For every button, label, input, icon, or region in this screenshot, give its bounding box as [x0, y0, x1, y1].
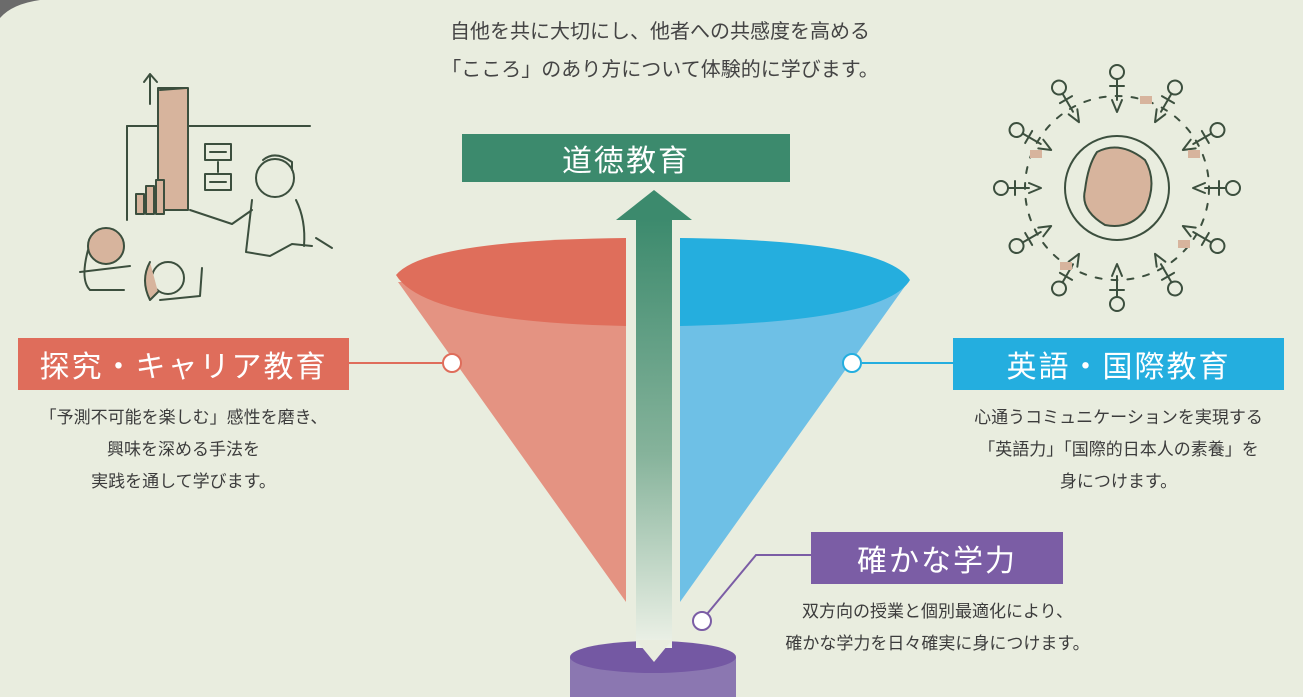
intro-caption: 自他を共に大切にし、他者への共感度を高める 「こころ」のあり方について体験的に学… [330, 12, 990, 88]
english-cone-top [680, 238, 910, 326]
growth-arrow-head [616, 190, 692, 220]
career-desc-line-2: 興味を深める手法を [107, 440, 260, 460]
academic-desc-line-2: 確かな学力を日々確実に身につけます。 [785, 634, 1090, 654]
academic-ability-label: 確かな学力 [811, 532, 1063, 584]
career-desc-line-3: 実践を通して学びます。 [91, 472, 276, 492]
career-cone-top [396, 238, 626, 326]
english-connector-dot [842, 353, 862, 373]
growth-arrow-shaft [636, 218, 672, 648]
academic-connector [706, 554, 811, 615]
academic-description: 双方向の授業と個別最適化により、 確かな学力を日々確実に身につけます。 [775, 596, 1100, 660]
career-desc-line-1: 「予測不可能を楽しむ」感性を磨き、 [39, 408, 328, 428]
globe-people-illustration [993, 64, 1241, 312]
career-connector-dot [442, 353, 462, 373]
english-desc-line-1: 心通うコミュニケーションを実現する [974, 408, 1263, 428]
english-description: 心通うコミュニケーションを実現する 「英語力」「国際的日本人の素養」を 身につけ… [953, 402, 1284, 498]
academic-connector-dot [692, 611, 712, 631]
career-education-label: 探究・キャリア教育 [18, 338, 349, 390]
career-description: 「予測不可能を楽しむ」感性を磨き、 興味を深める手法を 実践を通して学びます。 [18, 402, 349, 498]
intro-line-2: 「こころ」のあり方について体験的に学びます。 [441, 57, 879, 81]
english-desc-line-2: 「英語力」「国際的日本人の素養」を [978, 440, 1259, 460]
academic-desc-line-1: 双方向の授業と個別最適化により、 [802, 602, 1073, 622]
presentation-illustration [79, 73, 333, 301]
growth-arrow-bottom [636, 640, 672, 662]
career-cone [398, 282, 626, 602]
intro-line-1: 自他を共に大切にし、他者への共感度を高める [450, 19, 870, 43]
moral-education-label: 道徳教育 [462, 134, 790, 182]
corner-shade [0, 0, 40, 18]
english-education-label: 英語・国際教育 [953, 338, 1284, 390]
english-desc-line-3: 身につけます。 [1059, 472, 1178, 492]
